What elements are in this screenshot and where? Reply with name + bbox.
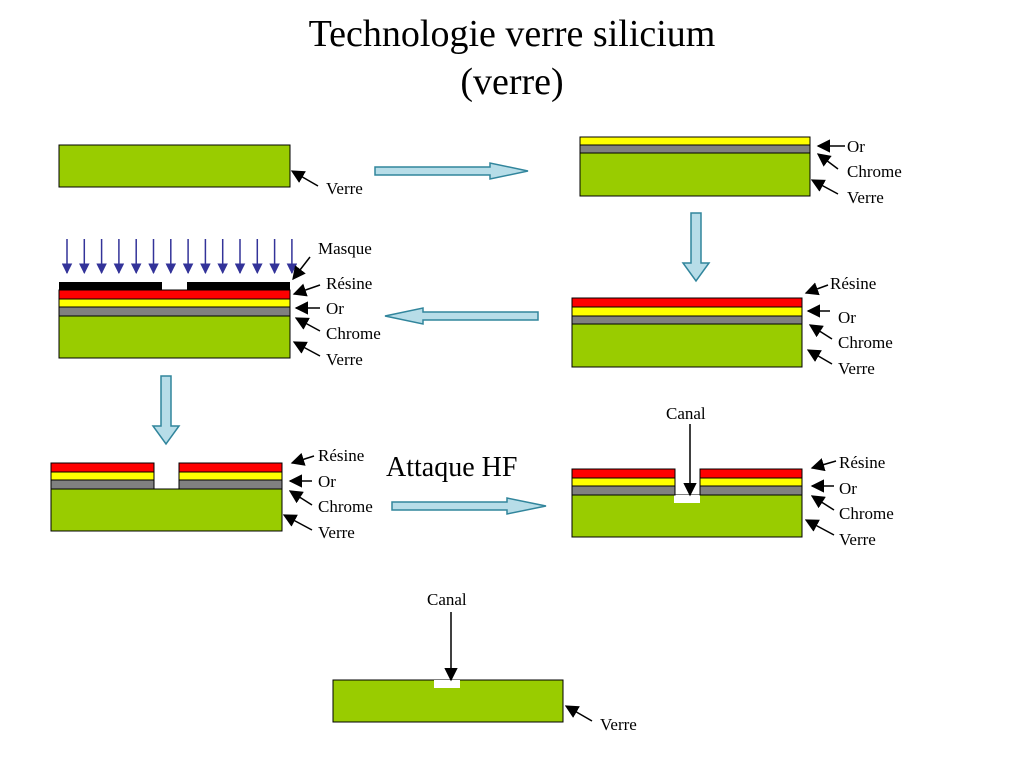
label-pointer (804, 519, 835, 536)
label-chrome: Chrome (318, 497, 373, 516)
chrome-layer (571, 315, 803, 325)
uv-arrows (61, 239, 298, 275)
resine-layer-right (699, 468, 803, 479)
step-label-attaque-hf: Attaque HF (386, 452, 517, 483)
step-1-verre: Verre (58, 144, 363, 198)
label-pointer (288, 490, 313, 506)
step-2-deposition: Or Chrome Verre (579, 136, 902, 207)
verre-layer (58, 315, 291, 359)
label-pointer (292, 283, 321, 297)
verre-layer (50, 488, 283, 532)
label-verre: Verre (318, 523, 355, 542)
label-verre: Verre (847, 188, 884, 207)
or-layer (58, 298, 291, 308)
page-title: Technologie verre silicium (308, 13, 716, 55)
step-7-final: Canal Verre (332, 590, 637, 734)
label-verre: Verre (839, 530, 876, 549)
chrome-layer-right (178, 479, 283, 490)
process-arrow-down-1 (681, 212, 711, 283)
label-masque: Masque (318, 239, 372, 258)
label-pointer (294, 317, 321, 332)
process-arrow-left-1 (384, 307, 539, 325)
canal-cavity (674, 495, 700, 503)
chrome-layer (579, 144, 811, 154)
chrome-layer (58, 306, 291, 317)
label-or: Or (318, 472, 336, 491)
or-layer (571, 306, 803, 317)
masque-left (59, 282, 162, 290)
label-pointer (810, 179, 839, 195)
label-verre: Verre (326, 350, 363, 369)
label-pointer (290, 452, 315, 466)
label-verre: Verre (326, 179, 363, 198)
resine-layer-right (178, 462, 283, 473)
step-6-hf-etch: Canal Résine Or Chrome Verre (571, 404, 894, 549)
label-chrome: Chrome (847, 162, 902, 181)
page-subtitle: (verre) (460, 61, 564, 103)
label-resine: Résine (326, 274, 372, 293)
step-4-exposure: Masque Résine Or Chrome Verre (58, 239, 381, 369)
label-resine: Résine (318, 446, 364, 465)
or-layer (579, 136, 811, 146)
label-pointer (808, 324, 833, 340)
label-pointer (804, 282, 829, 296)
label-chrome: Chrome (838, 333, 893, 352)
process-arrow-right-2 (391, 497, 547, 515)
label-pointer (290, 170, 319, 187)
process-arrow-right-1 (374, 162, 529, 180)
label-pointer (564, 705, 593, 722)
or-layer-right (699, 477, 803, 487)
label-resine: Résine (839, 453, 885, 472)
step-3-resine: Résine Or Chrome Verre (571, 274, 893, 378)
label-canal: Canal (666, 404, 706, 423)
label-or: Or (847, 137, 865, 156)
resine-layer-left (571, 468, 676, 479)
label-or: Or (839, 479, 857, 498)
label-pointer (292, 256, 311, 281)
label-pointer (292, 341, 321, 357)
resine-layer (58, 289, 291, 300)
verre-layer (571, 323, 803, 368)
or-layer-left (50, 471, 155, 481)
label-pointer (806, 349, 833, 365)
chrome-layer-left (50, 479, 155, 490)
or-layer-right (178, 471, 283, 481)
label-or: Or (838, 308, 856, 327)
masque-right (187, 282, 290, 290)
label-pointer (282, 514, 313, 531)
verre-layer (58, 144, 291, 188)
label-resine: Résine (830, 274, 876, 293)
label-chrome: Chrome (326, 324, 381, 343)
label-pointer (810, 495, 835, 511)
label-pointer (816, 153, 839, 170)
canal-cavity (434, 680, 460, 688)
process-arrow-down-2 (151, 375, 181, 446)
label-or: Or (326, 299, 344, 318)
label-verre: Verre (838, 359, 875, 378)
verre-layer (579, 152, 811, 197)
label-pointer (810, 458, 837, 472)
label-verre: Verre (600, 715, 637, 734)
step-5-developed: Résine Or Chrome Verre (50, 446, 373, 542)
resine-layer (571, 297, 803, 308)
chrome-layer-right (699, 485, 803, 496)
label-chrome: Chrome (839, 504, 894, 523)
label-canal: Canal (427, 590, 467, 609)
chrome-layer-left (571, 485, 676, 496)
resine-layer-left (50, 462, 155, 473)
or-layer-left (571, 477, 676, 487)
